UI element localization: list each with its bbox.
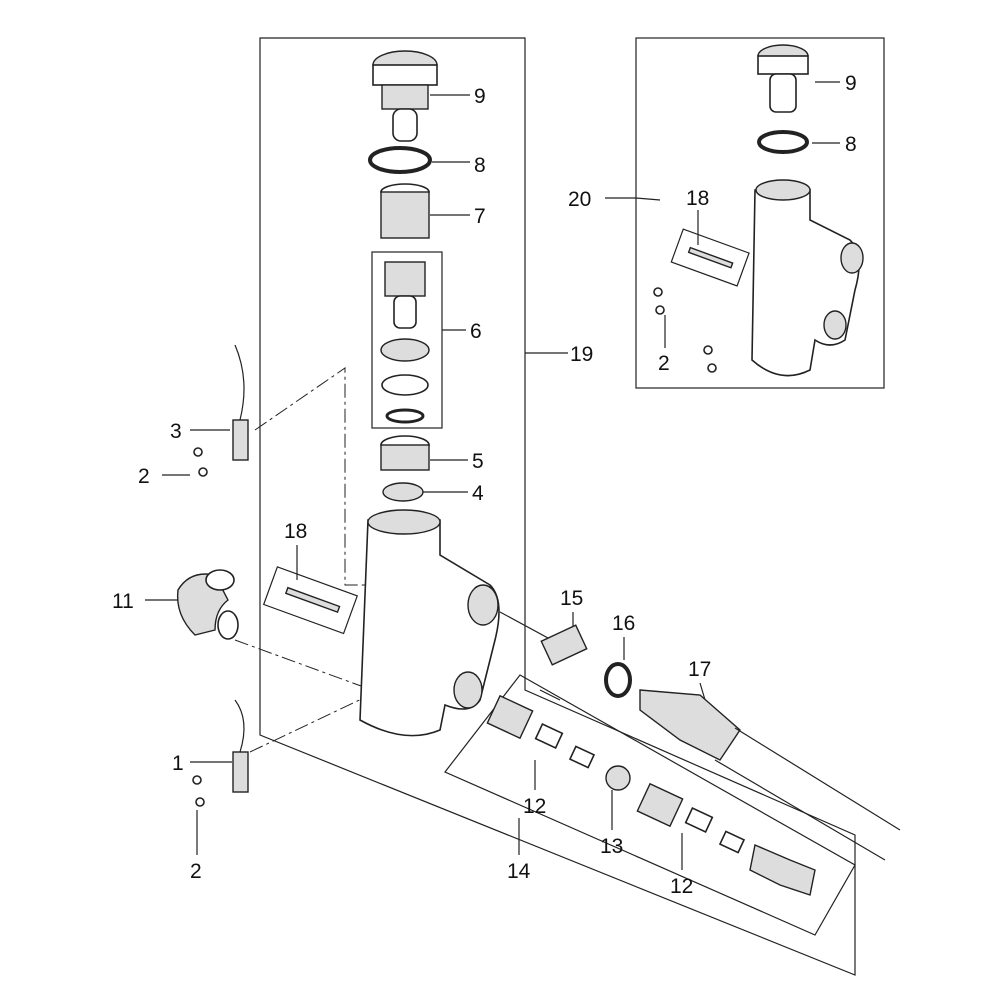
part-9-plug — [372, 50, 438, 142]
part-16-seal — [604, 662, 632, 698]
callout-12: 12 — [523, 795, 546, 818]
callout-11: 11 — [112, 590, 134, 613]
group-19-frame — [259, 37, 856, 976]
callout-12: 12 — [670, 875, 693, 898]
callout-5: 5 — [472, 450, 484, 473]
callout-8: 8 — [474, 154, 486, 177]
leader-lines — [145, 81, 840, 870]
group-20-frame — [635, 37, 885, 389]
part-5-seat — [380, 435, 430, 471]
alignment-line — [234, 639, 373, 691]
part-11-elbow — [176, 569, 239, 640]
callout-17: 17 — [688, 658, 711, 681]
part-12-check-valve — [636, 782, 816, 896]
part-6-valve-kit — [380, 261, 430, 424]
callout-15: 15 — [560, 587, 583, 610]
callout-6: 6 — [470, 320, 482, 343]
inset-callout-20: 20 — [568, 188, 591, 211]
part-4-washer — [382, 482, 424, 502]
part-15-coupler — [540, 624, 588, 666]
callout-14: 14 — [507, 860, 531, 883]
callout-1: 1 — [172, 752, 184, 775]
inset-callout-9: 9 — [845, 72, 857, 95]
callout-13: 13 — [600, 835, 623, 858]
callout-labels: 9 8 7 6 19 5 4 3 2 18 11 15 16 17 1 2 12… — [112, 72, 857, 898]
part-12-check-valve — [486, 694, 596, 769]
callout-9: 9 — [474, 85, 486, 108]
inset-callout-18: 18 — [686, 187, 709, 210]
alignment-line — [254, 367, 372, 586]
callout-2: 2 — [190, 860, 202, 883]
part-7-sleeve — [380, 183, 430, 239]
part-8-o-ring — [368, 146, 432, 174]
callout-18: 18 — [284, 520, 307, 543]
group-6-frame — [371, 251, 443, 429]
inset-callout-2: 2 — [658, 352, 670, 375]
part-17-hose — [639, 689, 901, 861]
callout-4: 4 — [472, 482, 484, 505]
callout-7: 7 — [474, 205, 486, 228]
part-1-sensor — [192, 699, 249, 807]
part-3-sensor — [193, 344, 249, 477]
callout-16: 16 — [612, 612, 635, 635]
callout-2: 2 — [138, 465, 150, 488]
part-19-manifold-body — [359, 509, 500, 737]
inset-parts — [653, 44, 864, 377]
alignment-line — [249, 694, 371, 753]
callout-19: 19 — [570, 343, 593, 366]
part-13-washer — [605, 765, 631, 791]
part-18-pin — [262, 566, 359, 635]
callout-3: 3 — [170, 420, 182, 443]
inset-callout-8: 8 — [845, 133, 857, 156]
